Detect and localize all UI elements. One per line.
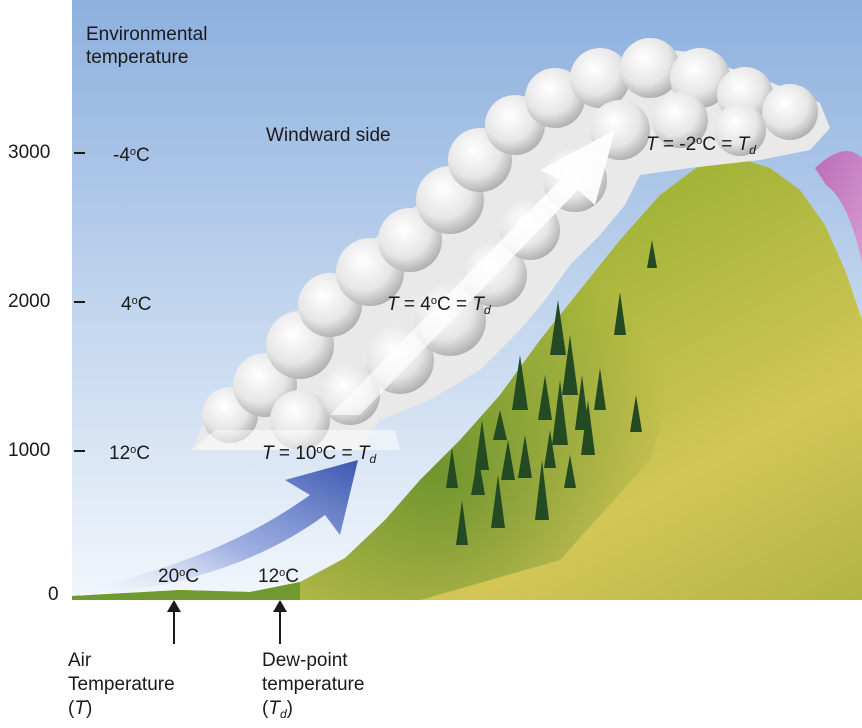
surface-dew-temp: 12oC <box>258 566 299 587</box>
dew-temp-caption-line1: Dew-point <box>262 650 348 671</box>
axis-tick-label-1000: 1000 <box>8 440 51 461</box>
dew-temp-caption-line2: temperature <box>262 674 365 695</box>
parcel-label-mid: T = 4oC = Td <box>387 294 491 317</box>
parcel-label-base: T = 10oC = Td <box>262 443 377 466</box>
axis-tick-3000 <box>74 152 85 154</box>
axis-tick-label-2000: 2000 <box>8 291 51 312</box>
air-temp-caption-line3: (T) <box>68 698 93 719</box>
dew-temp-caption-line3: (Td) <box>262 698 293 721</box>
env-temp-heading-line1: Environmental <box>86 24 208 45</box>
axis-tick-label-3000: 3000 <box>8 142 51 163</box>
surface-air-temp: 20oC <box>158 566 199 587</box>
env-temp-heading-line2: temperature <box>86 47 189 68</box>
air-temp-arrowhead <box>167 600 181 612</box>
cloud-ascent-arrow <box>330 130 615 415</box>
windward-side-label: Windward side <box>266 125 391 146</box>
air-temp-caption-line1: Air <box>68 650 92 671</box>
dew-temp-arrowhead <box>273 600 287 612</box>
env-temp-3000: -4oC <box>113 145 150 166</box>
axis-tick-label-0: 0 <box>48 584 59 605</box>
axis-tick-1000 <box>74 450 85 452</box>
axis-tick-2000 <box>74 301 85 303</box>
env-temp-2000: 4oC <box>121 294 152 315</box>
dew-temp-pointer <box>279 606 281 644</box>
env-temp-1000: 12oC <box>109 443 150 464</box>
air-temp-caption-line2: Temperature <box>68 674 175 695</box>
leeward-arrow <box>815 150 862 262</box>
lift-arrow <box>80 460 358 596</box>
parcel-label-top: T = -2oC = Td <box>646 134 756 157</box>
air-temp-pointer <box>173 606 175 644</box>
forest <box>446 240 657 545</box>
